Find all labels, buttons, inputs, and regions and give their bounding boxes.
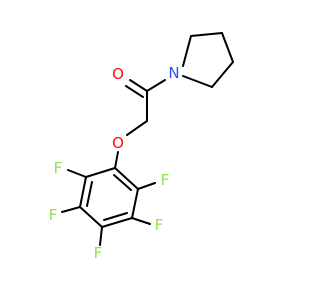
bond-ca-cb — [190, 32, 223, 37]
bond-c4-f — [99, 226, 103, 246]
bond-c2-f — [67, 169, 87, 178]
atom-ether-oxygen: O — [112, 134, 124, 152]
bond-c2-c3 — [79, 176, 87, 208]
bond-cd-n — [182, 75, 213, 88]
bond-ch2-o — [126, 120, 148, 136]
bond-o-c1 — [114, 151, 119, 169]
atom-fluorine-6: F — [161, 171, 170, 189]
bond-n-ca — [182, 35, 192, 67]
bond-carbonyl-double-1 — [129, 79, 148, 92]
atom-fluorine-4: F — [94, 244, 103, 262]
molecule-structure: O N O F F F F F — [49, 32, 234, 262]
bond-c4-c5 — [101, 217, 133, 228]
molecule-canvas: O N O F F F F F — [49, 32, 234, 262]
bond-c2-c3-inner — [86, 181, 93, 207]
atom-carbonyl-oxygen: O — [112, 65, 124, 83]
bond-cb-cc — [221, 32, 234, 63]
atom-fluorine-2: F — [54, 159, 63, 177]
bond-c6-f — [137, 182, 156, 190]
atom-fluorine-5: F — [155, 216, 164, 234]
bond-c4-c5-inner — [103, 212, 128, 221]
bond-c1-c2 — [85, 167, 116, 178]
bond-carbonyl-double-2 — [125, 85, 144, 98]
bond-c3-c4 — [79, 206, 103, 228]
bond-n-carbonyl-c — [146, 79, 166, 92]
atom-fluorine-3: F — [49, 206, 58, 224]
atom-amide-nitrogen: N — [168, 64, 179, 82]
bond-c3-f — [61, 206, 81, 213]
bond-c5-c6 — [131, 188, 139, 219]
bond-c5-f — [131, 217, 151, 225]
bond-c6-c1 — [114, 167, 139, 190]
bond-cc-cd — [211, 61, 234, 88]
bond-c6-c1-inner — [113, 174, 132, 191]
